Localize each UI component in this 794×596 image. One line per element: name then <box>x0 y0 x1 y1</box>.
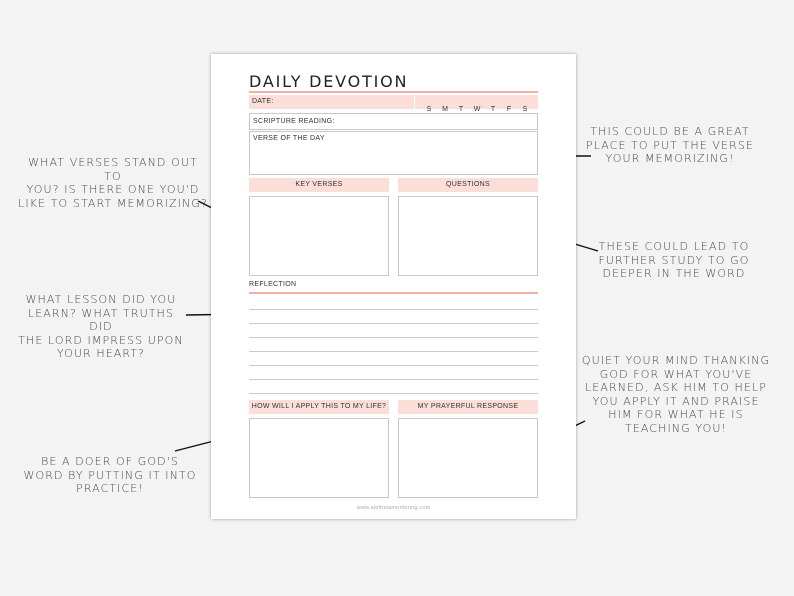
annotation-line: YOUR MEMORIZING! <box>605 152 735 165</box>
annotation-verses-stand-out: WHAT VERSES STAND OUT TO YOU? IS THERE O… <box>18 156 208 210</box>
annotation-line: TEACHING YOU! <box>625 421 727 435</box>
key-verses-header: KEY VERSES <box>249 178 389 192</box>
reflection-line <box>249 379 538 380</box>
questions-box[interactable] <box>398 196 538 276</box>
annotation-verse-memorizing: THIS COULD BE A GREAT PLACE TO PUT THE V… <box>580 125 760 166</box>
annotation-quiet-mind: QUIET YOUR MIND THANKING GOD FOR WHAT YO… <box>578 354 774 435</box>
worksheet-title: DAILY DEVOTION <box>249 72 409 91</box>
prayer-header: MY PRAYERFUL RESPONSE <box>398 400 538 414</box>
apply-box[interactable] <box>249 418 389 498</box>
annotation-line: GOD FOR WHAT YOU'VE <box>599 367 753 381</box>
reflection-line <box>249 337 538 338</box>
annotation-line: THE LORD IMPRESS UPON <box>18 333 184 347</box>
title-rule <box>249 91 538 93</box>
date-row: DATE: S M T W T F S <box>249 95 538 113</box>
annotation-line: WHAT LESSON DID YOU <box>25 293 177 306</box>
annotation-line: WORD BY PUTTING IT INTO <box>23 468 197 482</box>
verse-of-the-day-label: VERSE OF THE DAY <box>253 135 325 142</box>
day-saturday[interactable]: S <box>522 106 528 113</box>
scripture-reading-field[interactable]: SCRIPTURE READING: <box>249 113 538 130</box>
reflection-line <box>249 309 538 310</box>
annotation-line: WHAT VERSES STAND OUT TO <box>28 156 198 183</box>
prayer-box[interactable] <box>398 418 538 498</box>
annotation-line: HIM FOR WHAT HE IS <box>608 408 744 421</box>
annotation-doer-of-word: BE A DOER OF GOD'S WORD BY PUTTING IT IN… <box>20 455 200 496</box>
annotation-line: THIS COULD BE A GREAT <box>590 125 750 138</box>
annotation-line: LEARNED, ASK HIM TO HELP <box>585 381 767 394</box>
scripture-reading-label: SCRIPTURE READING: <box>253 118 335 125</box>
reflection-line <box>249 351 538 352</box>
annotation-line: YOU APPLY IT AND PRAISE <box>592 394 760 408</box>
reflection-line <box>249 365 538 366</box>
annotation-line: THESE COULD LEAD TO <box>598 240 750 253</box>
annotation-lesson-learned: WHAT LESSON DID YOU LEARN? WHAT TRUTHS D… <box>14 293 188 361</box>
reflection-label: REFLECTION <box>249 281 297 288</box>
reflection-rule <box>249 292 538 294</box>
annotation-line: DEEPER IN THE WORD <box>602 267 746 280</box>
annotation-line: YOUR HEART? <box>56 347 146 360</box>
reflection-lines[interactable] <box>249 294 538 394</box>
day-friday[interactable]: F <box>506 106 512 113</box>
annotation-line: YOU? IS THERE ONE YOU'D <box>26 183 200 196</box>
footer-url: www.aletheiamentoring.com <box>356 505 431 511</box>
devotion-worksheet: DAILY DEVOTION DATE: S M T W T F S SCRIPTURE R… <box>211 54 576 519</box>
date-divider <box>414 95 415 109</box>
verse-of-the-day-field[interactable]: VERSE OF THE DAY <box>249 131 538 175</box>
questions-header: QUESTIONS <box>398 178 538 192</box>
annotation-line: QUIET YOUR MIND THANKING <box>581 354 771 367</box>
annotation-line: BE A DOER OF GOD'S <box>41 455 179 468</box>
day-sunday[interactable]: S <box>426 106 432 113</box>
reflection-line <box>249 393 538 394</box>
annotation-further-study: THESE COULD LEAD TO FURTHER STUDY TO GO … <box>586 240 762 281</box>
reflection-line <box>249 323 538 324</box>
key-verses-box[interactable] <box>249 196 389 276</box>
annotation-line: LIKE TO START MEMORIZING? <box>18 196 208 210</box>
date-label: DATE: <box>252 98 274 105</box>
annotation-line: PRACTICE! <box>76 482 144 495</box>
annotation-line: FURTHER STUDY TO GO <box>598 253 750 267</box>
apply-header: HOW WILL I APPLY THIS TO MY LIFE? <box>249 400 389 414</box>
day-wednesday[interactable]: W <box>473 106 481 113</box>
annotation-line: LEARN? WHAT TRUTHS DID <box>27 306 175 334</box>
day-monday[interactable]: M <box>442 106 448 113</box>
annotation-line: PLACE TO PUT THE VERSE <box>586 138 754 152</box>
day-thursday[interactable]: T <box>490 106 496 113</box>
day-tuesday[interactable]: T <box>458 106 464 113</box>
